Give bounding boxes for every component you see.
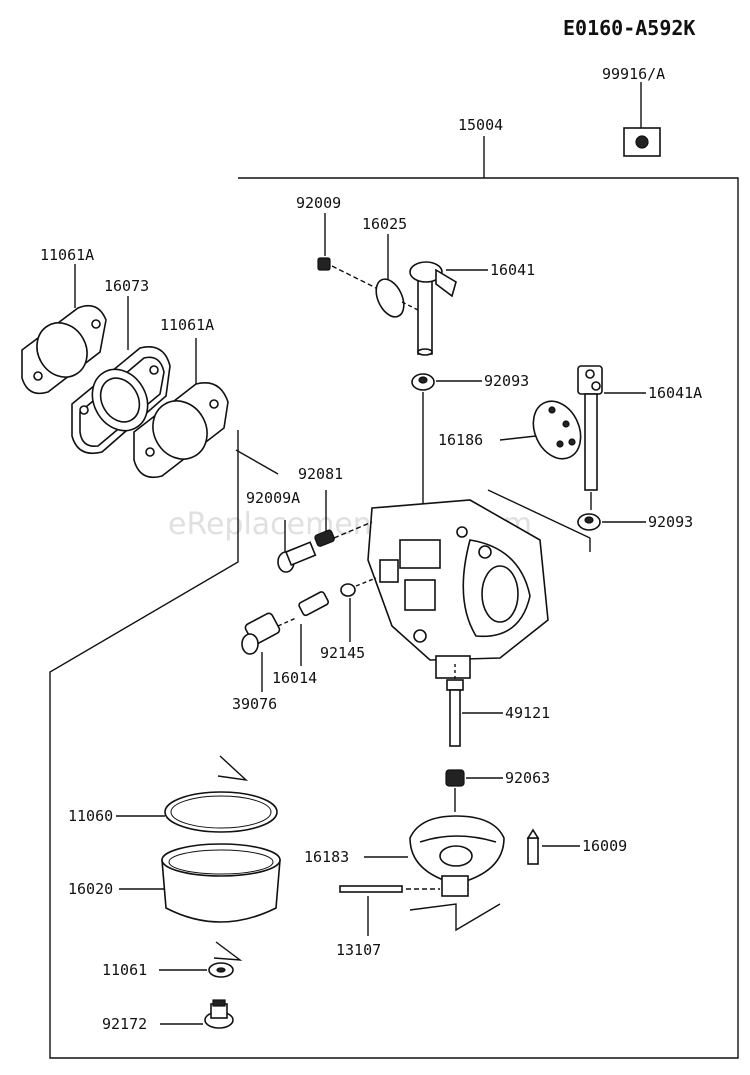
- part-11060-o-ring[interactable]: [116, 755, 278, 833]
- label-16025[interactable]: 16025: [362, 215, 407, 233]
- part-16009-float-needle[interactable]: [526, 828, 580, 865]
- label-16073[interactable]: 16073: [104, 277, 149, 295]
- part-92063-washer[interactable]: [445, 769, 503, 812]
- part-99916a-kit-box[interactable]: [623, 82, 661, 157]
- label-16009[interactable]: 16009: [582, 837, 627, 855]
- label-11061a-top[interactable]: 11061A: [40, 246, 94, 264]
- part-92093-seal-right[interactable]: [577, 513, 646, 531]
- part-16183-float[interactable]: [364, 815, 505, 897]
- gasket-leader: [235, 449, 279, 475]
- part-11061a-gasket-left[interactable]: [21, 264, 107, 395]
- label-16041a[interactable]: 16041A: [648, 384, 702, 402]
- label-92172[interactable]: 92172: [102, 1015, 147, 1033]
- part-16020-float-bowl[interactable]: [119, 843, 281, 961]
- part-16186-choke-valve[interactable]: [499, 394, 590, 467]
- diagram-code: E0160-A592K: [563, 16, 695, 40]
- part-92145-nozzle[interactable]: [340, 577, 377, 642]
- part-16073-insulator[interactable]: [71, 296, 171, 455]
- part-92009a-pilot-screw[interactable]: [277, 520, 317, 573]
- part-16041a-choke-shaft[interactable]: [577, 365, 646, 510]
- part-16014-main-jet[interactable]: [298, 591, 330, 666]
- label-39076[interactable]: 39076: [232, 695, 277, 713]
- label-92009[interactable]: 92009: [296, 194, 341, 212]
- part-49121-screw[interactable]: [446, 664, 503, 747]
- part-16041-throttle-shaft[interactable]: [409, 261, 488, 356]
- label-92093-right[interactable]: 92093: [648, 513, 693, 531]
- label-16041[interactable]: 16041: [490, 261, 535, 279]
- label-16186[interactable]: 16186: [438, 431, 483, 449]
- carburetor-body[interactable]: [367, 489, 591, 679]
- part-labels: 99916/A 15004 92009 16025 16041 11061A 1…: [40, 65, 702, 1033]
- label-92093-top[interactable]: 92093: [484, 372, 529, 390]
- label-16020[interactable]: 16020: [68, 880, 113, 898]
- label-15004[interactable]: 15004: [458, 116, 503, 134]
- label-92145[interactable]: 92145: [320, 644, 365, 662]
- part-39076-jet-holder[interactable]: [241, 612, 297, 692]
- part-92009-screw[interactable]: [317, 213, 385, 293]
- part-16025-throttle-valve[interactable]: [371, 234, 419, 321]
- label-13107[interactable]: 13107: [336, 941, 381, 959]
- part-92093-seal-top[interactable]: [411, 373, 482, 510]
- label-99916a[interactable]: 99916/A: [602, 65, 665, 83]
- label-49121[interactable]: 49121: [505, 704, 550, 722]
- label-92063[interactable]: 92063: [505, 769, 550, 787]
- part-11061a-gasket-right[interactable]: [133, 338, 229, 479]
- label-11061[interactable]: 11061: [102, 961, 147, 979]
- part-11061-washer[interactable]: [159, 962, 234, 978]
- assembly-frame: [49, 136, 739, 1059]
- part-92172-bolt[interactable]: [160, 999, 234, 1029]
- float-leader-lines: [409, 903, 501, 932]
- label-16183[interactable]: 16183: [304, 848, 349, 866]
- part-13107-float-pin[interactable]: [339, 885, 440, 936]
- label-92081[interactable]: 92081: [298, 465, 343, 483]
- label-11061a-right[interactable]: 11061A: [160, 316, 214, 334]
- part-92081-spring[interactable]: [314, 490, 373, 547]
- label-16014[interactable]: 16014: [272, 669, 317, 687]
- label-11060[interactable]: 11060: [68, 807, 113, 825]
- label-92009a[interactable]: 92009A: [246, 489, 300, 507]
